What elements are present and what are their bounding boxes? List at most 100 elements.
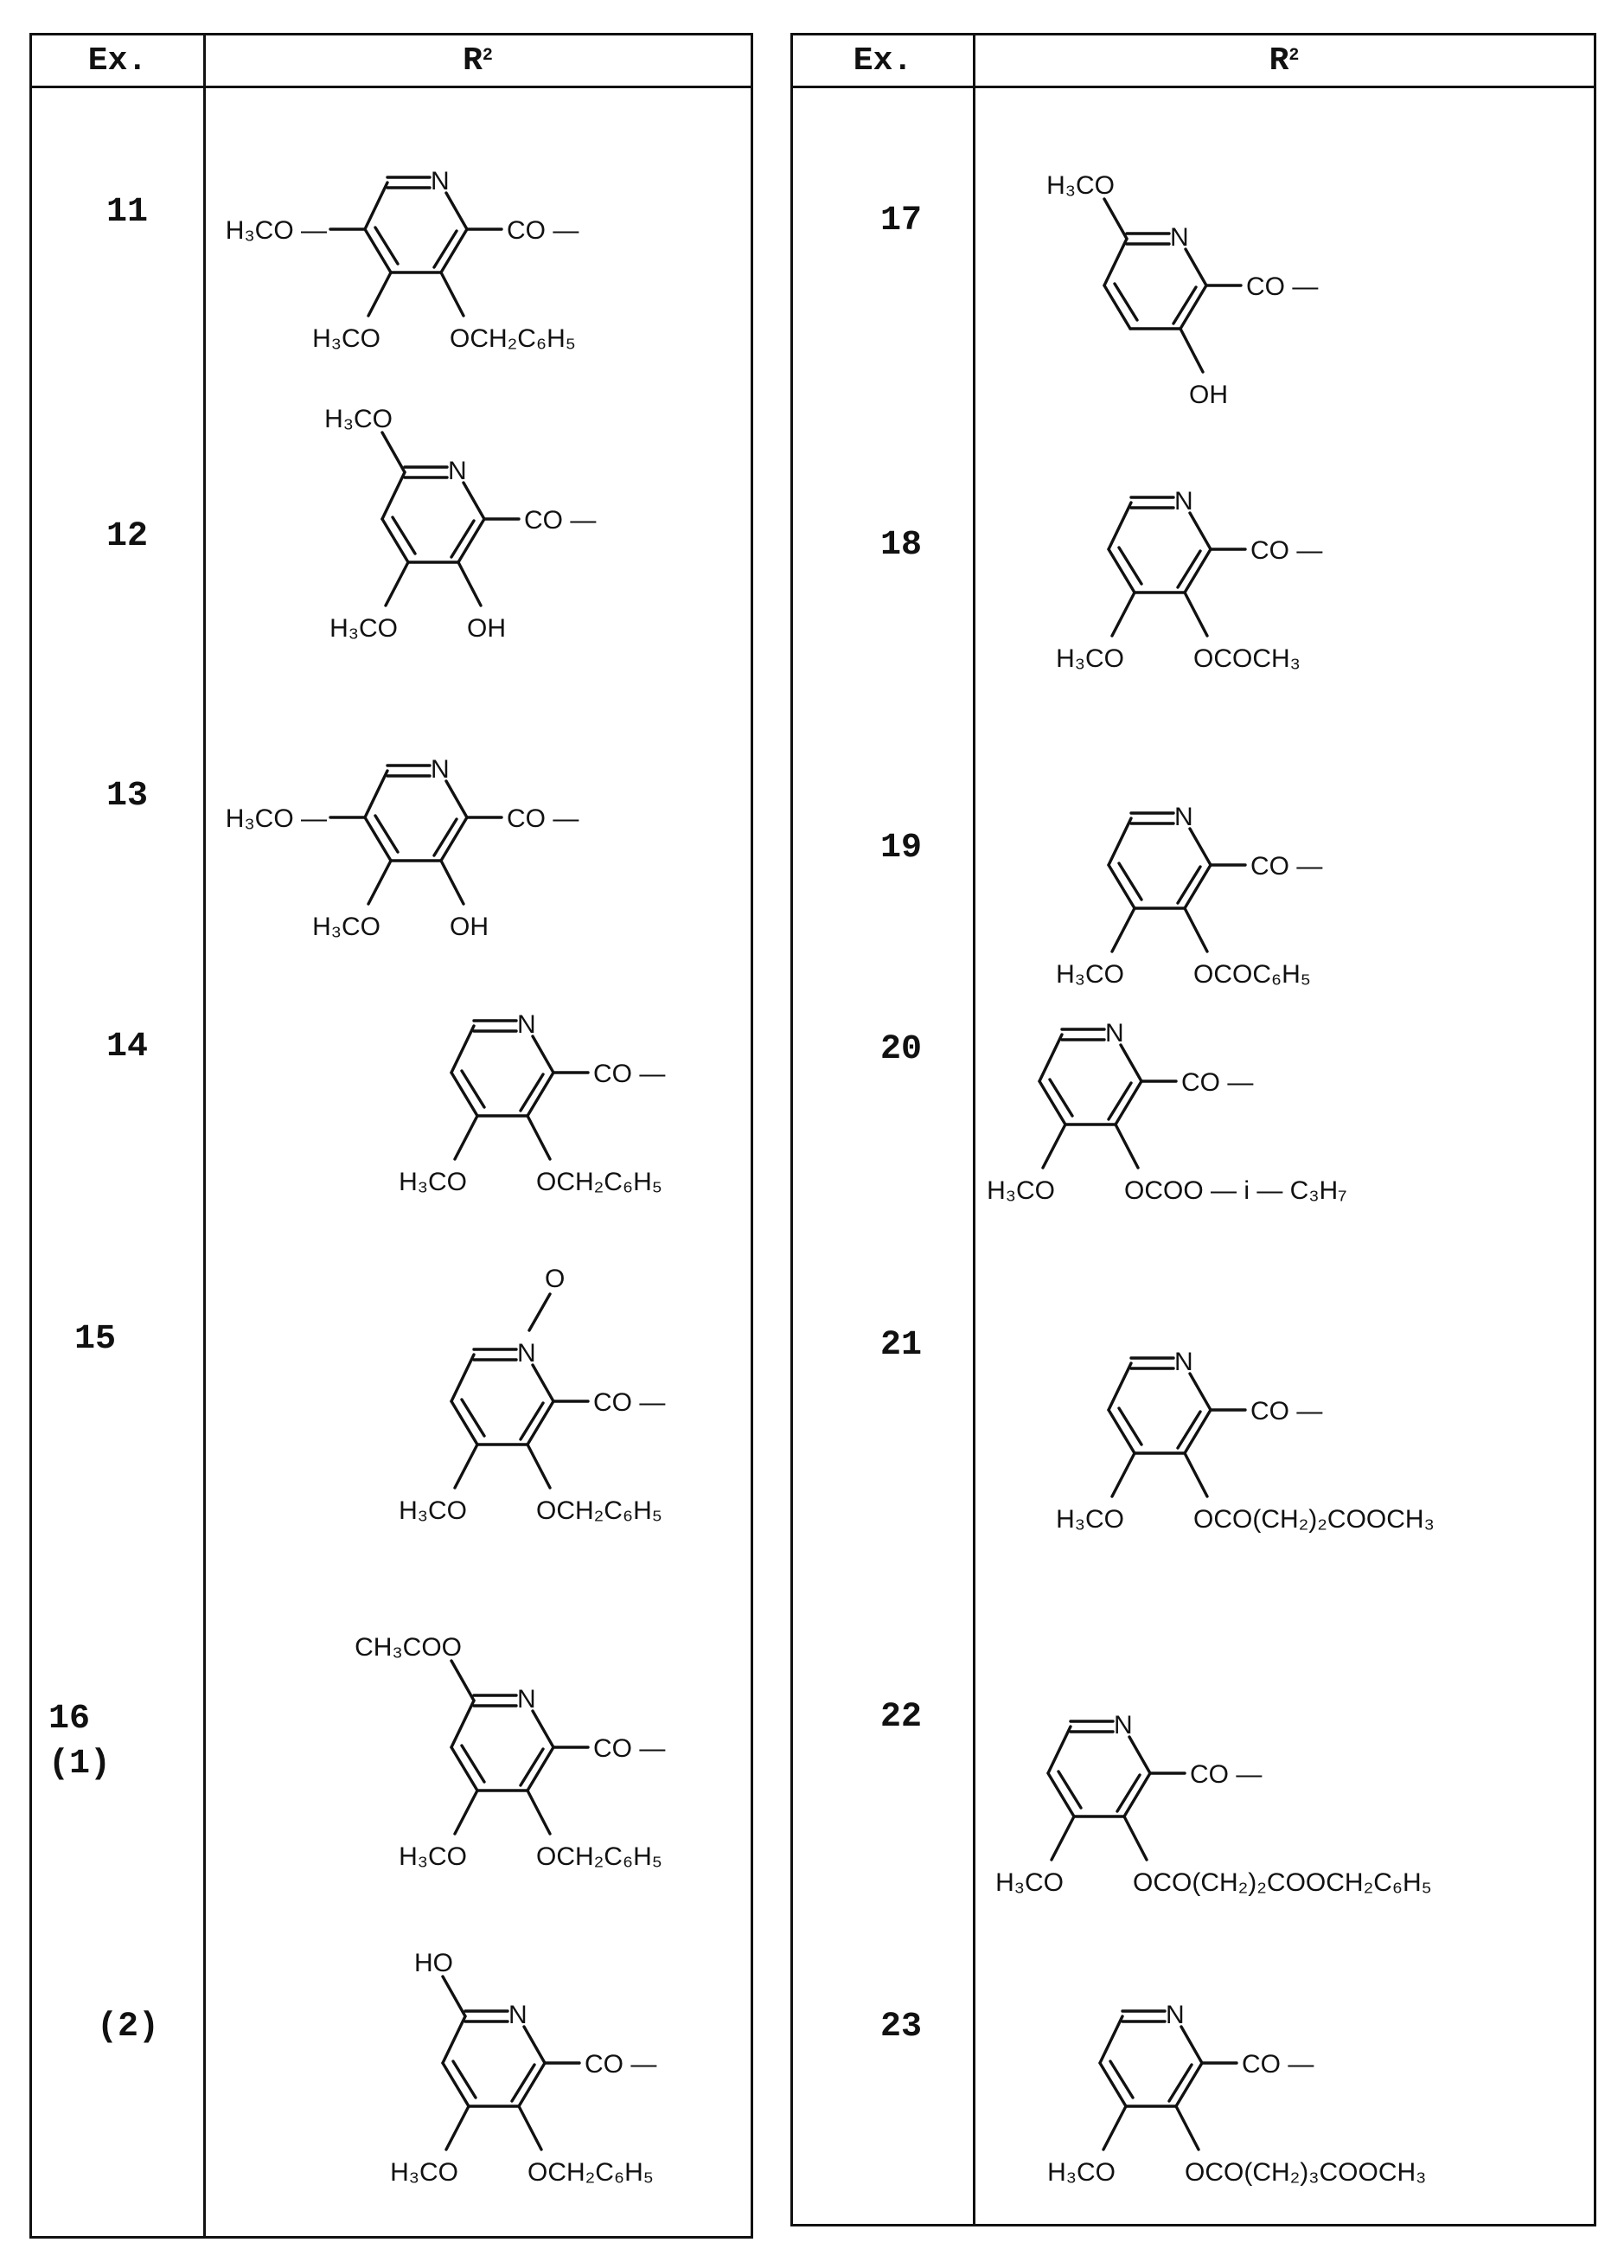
c2-substituent-label: CO —	[1190, 1760, 1262, 1789]
right-header-r2: R2	[975, 35, 1594, 86]
c4-substituent-label: H₃CO	[399, 1168, 467, 1196]
ring-nitrogen-label: N	[1174, 1348, 1193, 1376]
bond-c5-c6	[1109, 503, 1131, 549]
ex-label: 14	[106, 1025, 148, 1070]
bond-c4-c5	[443, 2063, 469, 2106]
bond-c4-substituent	[386, 562, 408, 605]
bond-c4-c5-double	[1119, 1408, 1141, 1445]
ring-nitrogen-label: N	[517, 1339, 536, 1368]
c3-substituent-label: OCH₂C₆H₅	[536, 1168, 662, 1196]
pyridine-structure: N CO — OCH₂C₆H₅ H₃CO O	[372, 1323, 631, 1548]
c3-substituent-label: OH	[450, 913, 489, 941]
bond-c4-c5	[1109, 1410, 1135, 1453]
right-header-ex: Ex.	[793, 35, 973, 86]
c2-substituent-label: CO —	[585, 2050, 656, 2079]
ex-label: 19	[880, 826, 922, 871]
pyridine-structure: N CO — OCO(CH₂)₃COOCH₃ H₃CO	[1020, 1985, 1280, 2210]
bond-c4-substituent	[455, 1445, 477, 1488]
bond-c4-c5-double	[1110, 2061, 1133, 2098]
bond-c3-substituent	[1116, 1124, 1138, 1168]
ex-label: 22	[880, 1695, 922, 1740]
pyridine-structure: N CO — OH H₃CO H₃CO —	[285, 740, 545, 964]
bond-c2-c3-double	[1117, 1775, 1140, 1811]
pyridine-structure: N CO — OH H₃CO H₃CO	[303, 441, 562, 666]
c2-substituent-label: CO —	[1242, 2050, 1314, 2079]
bond-n-c2	[1121, 1045, 1141, 1081]
ex-label: 21	[880, 1323, 922, 1368]
bond-n-c2	[533, 1036, 553, 1073]
bond-c4-substituent	[1112, 908, 1135, 951]
bond-c5-c6	[1109, 1363, 1131, 1410]
c4-substituent-label: H₃CO	[1056, 960, 1124, 989]
ring-nitrogen-label: N	[1174, 803, 1193, 831]
bond-c4-substituent	[1112, 593, 1135, 636]
bond-c4-c5-double	[393, 517, 415, 554]
bond-c5-c6	[443, 2016, 465, 2063]
ex-label: 17	[880, 199, 922, 244]
bond-c3-substituent	[1124, 1816, 1147, 1860]
bond-c3-substituent	[1185, 1453, 1207, 1496]
bond-c5-c6	[1048, 1727, 1071, 1773]
bond-c5-c6	[451, 1701, 474, 1747]
ring-nitrogen-label: N	[517, 1685, 536, 1714]
c2-substituent-label: CO —	[593, 1060, 665, 1088]
c2-substituent-label: CO —	[507, 216, 579, 245]
bond-c4-c5	[1048, 1773, 1074, 1816]
bond-c2-c3-double	[1109, 1083, 1131, 1119]
bond-c2-c3-double	[451, 521, 474, 557]
ring-nitrogen-label: N	[1170, 223, 1189, 252]
bond-c3-substituent	[527, 1116, 550, 1159]
left-table-column-divider	[203, 35, 206, 2236]
pyridine-structure: N CO — OCO(CH₂)₂COOCH₂C₆H₅ H₃CO	[969, 1695, 1228, 1920]
bond-c2-c3-double	[521, 1749, 543, 1785]
bond-n-c2	[1190, 1374, 1211, 1410]
c5-substituent-label: H₃CO —	[226, 804, 327, 833]
bond-n-c2	[1190, 513, 1211, 549]
bond-c4-c5	[1104, 285, 1130, 329]
bond-c4-c5-double	[1050, 1080, 1072, 1116]
ex-label: 16 (1)	[48, 1697, 111, 1787]
c3-substituent-label: OCH₂C₆H₅	[536, 1842, 662, 1871]
ex-label: (2)	[97, 2005, 159, 2050]
c6-substituent-label: H₃CO	[324, 405, 393, 433]
c2-substituent-label: CO —	[1250, 536, 1322, 565]
bond-c4-substituent	[446, 2106, 469, 2149]
bond-c4-c5-double	[375, 816, 398, 852]
bond-c4-c5-double	[453, 2061, 476, 2098]
bond-c5-c6	[1100, 2016, 1122, 2063]
pyridine-structure: N CO — OCO(CH₂)₂COOCH₃ H₃CO	[1029, 1332, 1288, 1557]
ring-nitrogen-label: N	[1105, 1019, 1124, 1048]
bond-c4-c5-double	[1115, 284, 1137, 320]
c2-substituent-label: CO —	[593, 1388, 665, 1417]
bond-c4-substituent	[455, 1791, 477, 1834]
ring-nitrogen-label: N	[1166, 2001, 1185, 2029]
bond-c2-c3-double	[434, 819, 457, 855]
pyridine-structure: N CO — OCH₂C₆H₅ H₃CO	[372, 995, 631, 1220]
bond-c4-substituent	[368, 861, 391, 904]
bond-c3-substituent	[527, 1791, 550, 1834]
ring-nitrogen-label: N	[517, 1010, 536, 1039]
c3-substituent-label: OCO(CH₂)₂COOCH₃	[1193, 1505, 1435, 1534]
bond-n-c2	[1186, 249, 1206, 285]
c3-substituent-label: OH	[467, 614, 506, 643]
bond-c2-c3-double	[1173, 287, 1196, 324]
c2-substituent-label: CO —	[593, 1734, 665, 1763]
bond-c4-substituent	[1103, 2106, 1126, 2149]
c4-substituent-label: H₃CO	[399, 1842, 467, 1871]
pyridine-structure: N CO — OCOO — i — C₃H₇ H₃CO	[960, 1003, 1219, 1228]
bond-c4-substituent	[455, 1116, 477, 1159]
left-header-r2: R2	[205, 35, 751, 86]
bond-c2-c3-double	[1169, 2065, 1192, 2101]
bond-c2-c3-double	[512, 2065, 534, 2101]
ex-label: 20	[880, 1028, 922, 1073]
bond-c4-c5-double	[375, 227, 398, 264]
pyridine-structure: N CO — OCH₂C₆H₅ H₃CO H₃CO —	[285, 151, 545, 376]
bond-c4-c5	[1100, 2063, 1126, 2106]
bond-c4-substituent	[1052, 1816, 1074, 1860]
pyridine-structure: N CO — OCOC₆H₅ H₃CO	[1029, 787, 1288, 1012]
ring-nitrogen-label: N	[1174, 487, 1193, 516]
bond-c3-substituent	[1185, 593, 1207, 636]
bond-c4-c5	[365, 817, 391, 861]
bond-c2-c3-double	[1178, 1412, 1200, 1448]
bond-c5-c6	[451, 1355, 474, 1401]
